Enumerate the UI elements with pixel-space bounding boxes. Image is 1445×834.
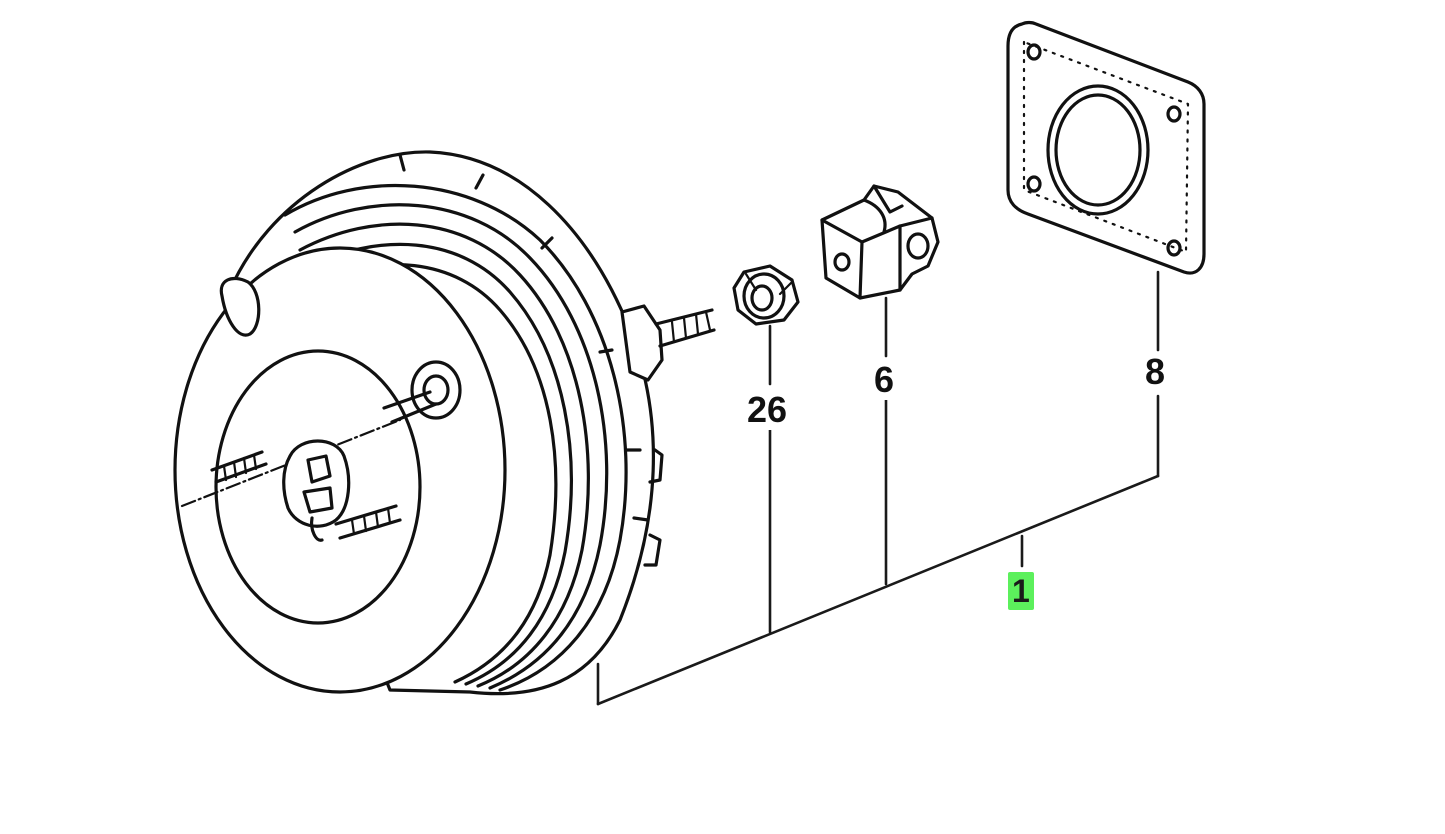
- callout-gasket[interactable]: 8: [1142, 352, 1169, 392]
- callout-clevis[interactable]: 6: [871, 360, 898, 400]
- brake-booster: [173, 150, 716, 696]
- callout-nut[interactable]: 26: [744, 390, 791, 430]
- leader-lines: [596, 270, 1160, 706]
- callout-booster-highlighted[interactable]: 1: [1008, 572, 1034, 610]
- hex-nut: [732, 264, 800, 326]
- clevis: [820, 184, 940, 300]
- gasket: [1006, 20, 1206, 275]
- leader-common-line: [596, 474, 1160, 706]
